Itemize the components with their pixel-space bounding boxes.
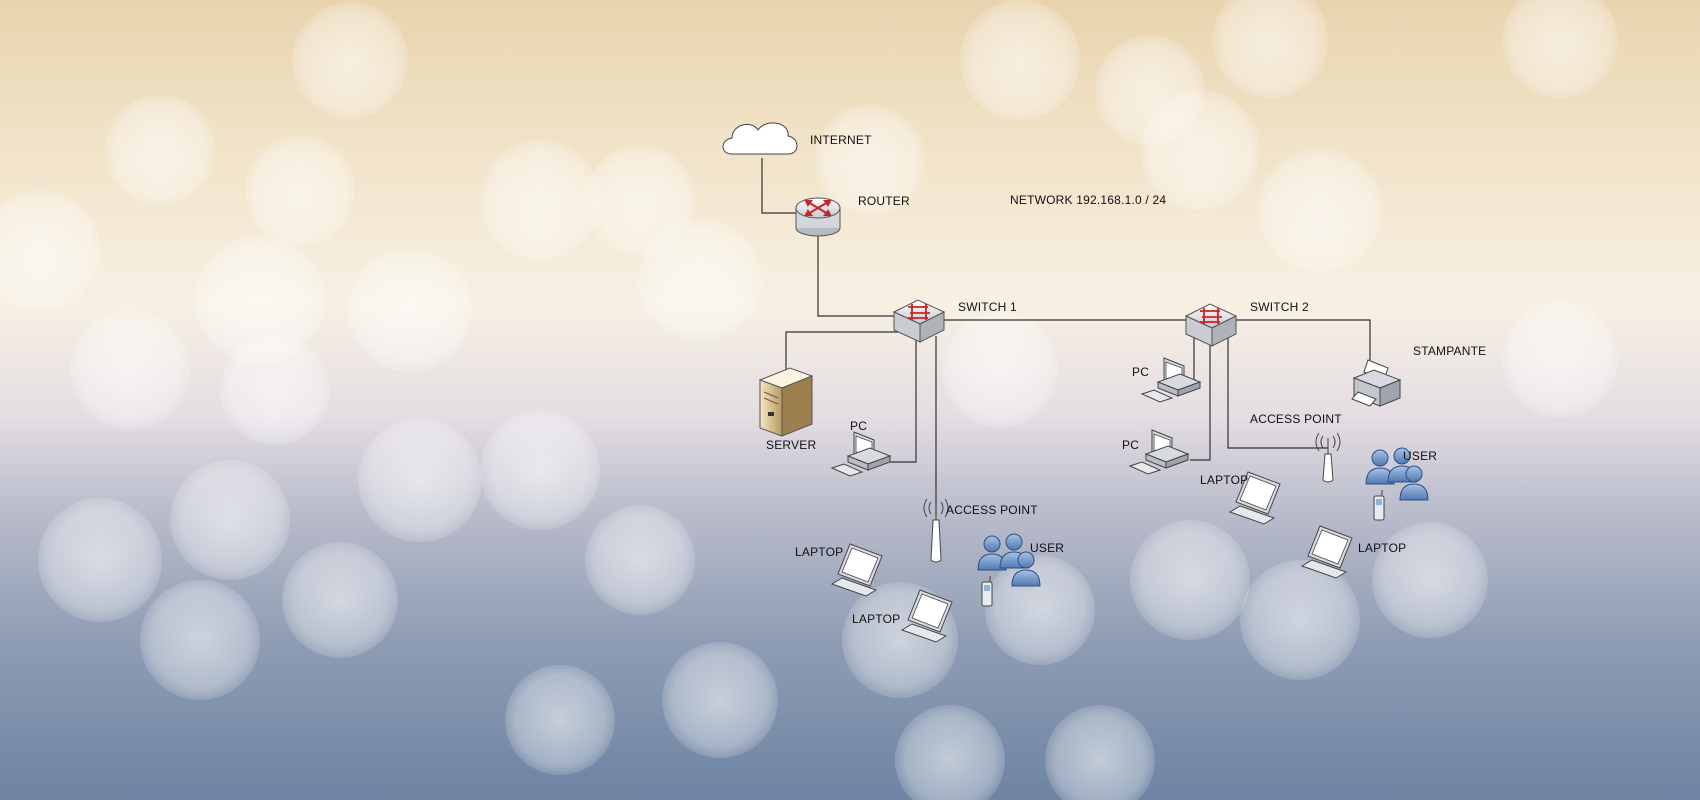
laptop-icon — [830, 543, 883, 597]
pc-label: PC — [1122, 438, 1140, 452]
user-label: USER — [1030, 541, 1065, 555]
pc-label: PC — [850, 419, 868, 433]
desktop-pc-icon — [1140, 357, 1202, 403]
desktop-pc-icon — [830, 431, 892, 477]
user-group-icon — [977, 533, 1041, 587]
switch-2-label: SWITCH 2 — [1250, 300, 1309, 314]
switch-1-label: SWITCH 1 — [958, 300, 1017, 314]
laptop-label: LAPTOP — [852, 612, 901, 626]
laptop-icon — [1228, 471, 1281, 525]
laptop-label: LAPTOP — [1358, 541, 1407, 555]
network-title: NETWORK 192.168.1.0 / 24 — [1010, 193, 1167, 207]
link-switch2-pc-b — [1190, 338, 1211, 461]
link-switch1-server — [785, 331, 898, 372]
router-label: ROUTER — [858, 194, 910, 208]
laptop-label: LAPTOP — [795, 545, 844, 559]
printer-label: STAMPANTE — [1413, 344, 1487, 358]
user-label: USER — [1403, 449, 1438, 463]
pc-label: PC — [1132, 365, 1150, 379]
access-point-label: ACCESS POINT — [946, 503, 1038, 517]
desktop-pc-icon — [1128, 429, 1190, 475]
link-router-switch1 — [817, 232, 896, 317]
laptop-icon — [900, 589, 953, 643]
connection-links — [761, 158, 1371, 516]
laptop-icon — [1300, 525, 1353, 579]
mobile-phone-icon — [981, 576, 993, 607]
server-icon — [758, 367, 814, 437]
cloud-icon — [722, 122, 798, 155]
link-internet-router — [761, 158, 798, 214]
printer-icon — [1351, 359, 1402, 407]
laptop-label: LAPTOP — [1200, 473, 1249, 487]
access-point-label: ACCESS POINT — [1250, 412, 1342, 426]
switch-2-icon — [1184, 303, 1238, 347]
link-switch2-ap — [1227, 338, 1328, 449]
wireless-access-point-icon — [923, 498, 949, 563]
mobile-phone-icon — [1373, 490, 1385, 521]
link-switch2-printer — [1234, 319, 1371, 360]
server-label: SERVER — [766, 438, 817, 452]
user-group-icon — [1365, 447, 1429, 501]
link-switch1-pc — [888, 336, 917, 463]
switch-1-icon — [892, 299, 946, 343]
wireless-access-point-icon — [1315, 432, 1341, 483]
link-switch2-pc-a — [1193, 334, 1196, 381]
router-icon — [795, 197, 841, 237]
internet-label: INTERNET — [810, 133, 872, 147]
